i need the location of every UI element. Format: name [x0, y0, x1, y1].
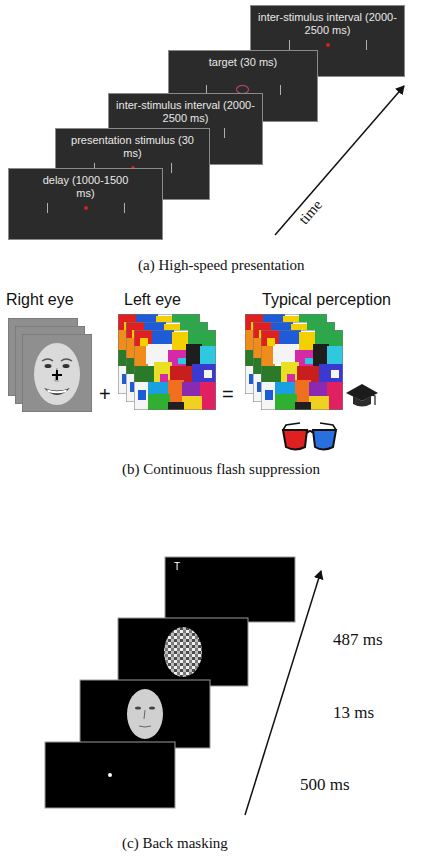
screen-label: inter-stimulus interval (2000-2500 ms): [116, 99, 256, 125]
figure-label: 487 ms: [333, 630, 383, 650]
figure-label: 500 ms: [300, 775, 350, 795]
figure-label: +: [99, 382, 111, 406]
tick-mark: [366, 40, 367, 50]
figure-label: (b) Continuous flash suppression: [122, 460, 320, 478]
screen-label: target (30 ms): [193, 56, 293, 69]
figure-label: time: [295, 196, 326, 228]
figure-label: Typical perception: [262, 290, 391, 309]
fixation-dot: [84, 206, 88, 210]
figure-label: (a) High-speed presentation: [138, 256, 305, 274]
fixation-screen: [45, 742, 175, 808]
figure-label: T: [174, 561, 180, 573]
fixation-dot: [326, 43, 330, 47]
figure-label: 13 ms: [333, 703, 374, 723]
mondrian-stack: [118, 314, 216, 410]
perception-stack: [245, 314, 343, 410]
figure-label: (c) Back masking: [122, 834, 228, 852]
figure-label: Right eye: [6, 290, 74, 309]
screen-box: delay (1000-1500 ms): [8, 168, 163, 240]
tick-mark: [224, 128, 225, 138]
tick-mark: [171, 163, 172, 173]
figure-label: Left eye: [124, 290, 181, 309]
tick-mark: [47, 203, 48, 213]
screen-label: delay (1000-1500 ms): [40, 174, 132, 200]
face-stack: [8, 318, 92, 412]
tick-mark: [280, 85, 281, 95]
face-screen: [80, 680, 210, 748]
target-screen: [165, 557, 295, 622]
anaglyph-glasses: [283, 423, 336, 450]
tick-mark: [289, 40, 290, 50]
figure-label: =: [222, 382, 234, 406]
graduation-cap: [346, 384, 378, 407]
screen-label: inter-stimulus interval (2000-2500 ms): [258, 11, 398, 37]
tick-mark: [124, 203, 125, 213]
mask-screen: [118, 618, 248, 686]
screen-label: presentation stimulus (30 ms): [63, 134, 203, 160]
